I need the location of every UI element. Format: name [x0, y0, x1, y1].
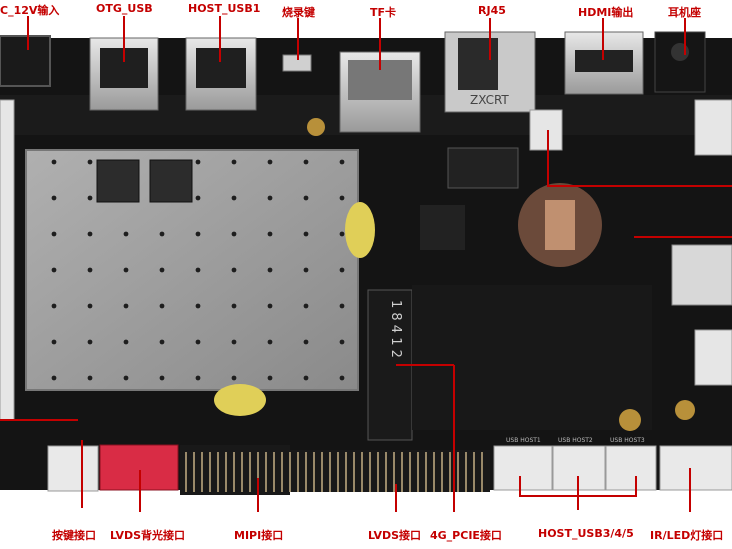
label-ir-led: IR/LED灯接口: [650, 529, 724, 542]
label-mipi-port: MIPI接口: [234, 529, 284, 542]
label-hdmi-out: HDMI输出: [578, 6, 634, 19]
ir-led-connector: [659, 445, 732, 491]
label-host-usb1: HOST_USB1: [188, 2, 261, 15]
right-white-connector-1: [694, 99, 732, 156]
rj45-brand-text: ZXCRT: [470, 93, 509, 107]
label-earphone: 耳机座: [668, 6, 701, 19]
label-4g-pcie: 4G_PCIE接口: [430, 529, 502, 542]
usb-host2-silk: USB HOST2: [558, 437, 593, 444]
standoff: [619, 409, 641, 431]
host-usb3-connector: [493, 445, 553, 491]
label-host-usb345: HOST_USB3/4/5: [538, 527, 634, 540]
right-white-connector-2: [694, 329, 732, 386]
ethernet-chip: [420, 205, 465, 250]
dc-jack: [0, 35, 51, 87]
4g-module-area: [412, 285, 652, 430]
label-rj45: RJ45: [478, 4, 506, 17]
label-burn-key: 烧录键: [282, 6, 315, 19]
label-tf-card: TF卡: [370, 6, 397, 19]
label-dc-input: C_12V输入: [0, 4, 60, 17]
left-white-connectors: [0, 99, 15, 421]
m2-slot-text: 1 8 4 1 2: [388, 300, 403, 358]
glue-spot-2: [214, 384, 266, 416]
key-connector: [47, 445, 99, 492]
usb-host3-silk: USB HOST3: [610, 437, 645, 444]
inductor-2: [149, 159, 193, 203]
wifi-module: [671, 244, 732, 306]
usb-host1-silk: USB HOST1: [506, 437, 541, 444]
pin-header-mipi: [290, 450, 490, 492]
label-otg-usb: OTG_USB: [96, 2, 153, 15]
label-lvds-backlight: LVDS背光接口: [110, 529, 186, 542]
callout-lines: [0, 16, 732, 512]
host-usb5-connector: [605, 445, 657, 491]
inductor-1: [96, 159, 140, 203]
lan-transformer: [447, 147, 519, 189]
glue-spot-1: [345, 202, 375, 258]
label-lvds-port: LVDS接口: [368, 529, 422, 542]
earphone-jack: [654, 31, 706, 93]
pin-header-pins: [185, 452, 483, 492]
label-key-port: 按键接口: [52, 529, 96, 542]
battery-connector: [529, 109, 563, 151]
